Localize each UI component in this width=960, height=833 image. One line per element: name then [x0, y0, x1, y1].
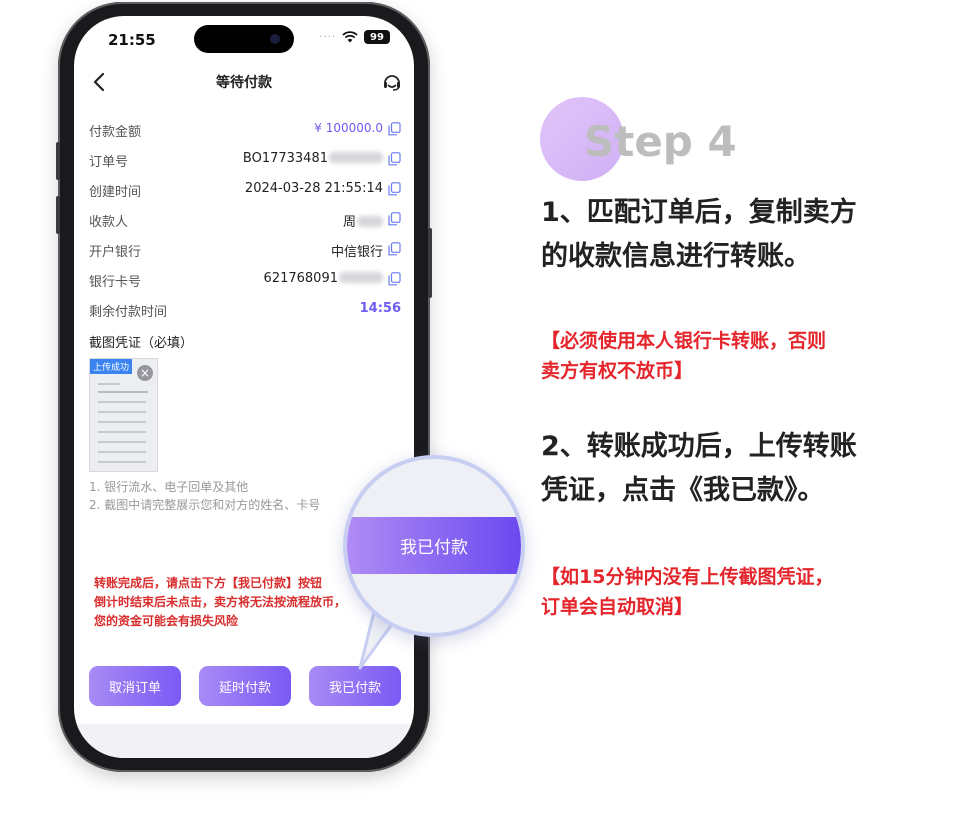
note-line-2: 2. 截图中请完整展示您和对方的姓名、卡号 — [89, 498, 321, 512]
phone-screen: 21:55 ···· 99 等待付款 付款金额 ¥ 100000.0 订单号 B… — [74, 16, 414, 758]
phone-side-button — [56, 142, 60, 180]
battery-icon: 99 — [364, 30, 390, 44]
step-title: Step 4 — [584, 117, 737, 166]
warning-line: 您的资金可能会有损失风险 — [94, 614, 239, 628]
instruction-1: 1、匹配订单后，复制卖方 的收款信息进行转账。 — [541, 191, 857, 279]
card-number-value: 621768091 — [264, 271, 383, 286]
delay-payment-button[interactable]: 延时付款 — [199, 666, 291, 706]
page-title: 等待付款 — [216, 75, 272, 91]
bank-row: 开户银行 中信银行 — [89, 239, 401, 260]
copy-icon[interactable] — [388, 182, 401, 196]
amount-value: ¥ 100000.0 — [314, 121, 383, 135]
phone-side-button — [56, 196, 60, 234]
instruction-line: 1、匹配订单后，复制卖方 — [541, 197, 857, 228]
camera-icon — [270, 34, 280, 44]
order-number-text: BO17733481 — [242, 151, 328, 166]
copy-icon[interactable] — [388, 242, 401, 256]
warning-line: 转账完成后，请点击下方【我已付款】按钮 — [94, 576, 323, 590]
instruction-line: 2、转账成功后，上传转账 — [541, 431, 857, 462]
note-line-1: 1. 银行流水、电子回单及其他 — [89, 480, 249, 494]
customer-service-icon[interactable] — [380, 70, 404, 94]
payee-text: 周 — [342, 215, 356, 230]
bank-value: 中信银行 — [330, 245, 383, 260]
close-icon[interactable]: × — [137, 365, 153, 381]
copy-icon[interactable] — [388, 152, 401, 166]
masked-text — [357, 216, 383, 227]
instruction-line: 凭证，点击《我已款》。 — [541, 475, 825, 506]
remaining-time-label: 剩余付款时间 — [89, 305, 168, 320]
order-number-row: 订单号 BO17733481 — [89, 149, 401, 170]
paid-button[interactable]: 我已付款 — [309, 666, 401, 706]
copy-icon[interactable] — [388, 272, 401, 286]
copy-icon[interactable] — [388, 122, 401, 136]
instruction-2: 2、转账成功后，上传转账 凭证，点击《我已款》。 — [541, 425, 857, 513]
instruction-line: 的收款信息进行转账。 — [541, 241, 811, 272]
warning-note-line: 订单会自动取消】 — [541, 596, 694, 618]
warning-note-line: 【必须使用本人银行卡转账，否则 — [541, 330, 827, 352]
dynamic-island — [194, 25, 294, 53]
bottom-bar — [74, 724, 414, 758]
nav-bar: 等待付款 — [74, 66, 414, 100]
order-number-label: 订单号 — [89, 155, 129, 170]
status-icons: ···· 99 — [319, 30, 390, 44]
masked-text — [329, 152, 383, 163]
warning-note-line: 【如15分钟内没有上传截图凭证， — [541, 566, 834, 588]
warning-note-1: 【必须使用本人银行卡转账，否则 卖方有权不放币】 — [541, 326, 826, 386]
countdown-timer: 14:56 — [359, 301, 401, 316]
created-time-label: 创建时间 — [89, 185, 142, 200]
warning-line: 倒计时结束后未点击，卖方将无法按流程放币， — [94, 595, 347, 609]
magnified-paid-button: 我已付款 — [347, 517, 521, 574]
card-number-label: 银行卡号 — [89, 275, 142, 290]
signal-icon: ···· — [319, 31, 336, 43]
warning-note-line: 卖方有权不放币】 — [541, 360, 694, 382]
back-icon[interactable] — [88, 70, 112, 94]
wifi-icon — [342, 31, 358, 43]
amount-label: 付款金额 — [89, 125, 142, 140]
warning-note-2: 【如15分钟内没有上传截图凭证， 订单会自动取消】 — [541, 562, 833, 622]
bank-label: 开户银行 — [89, 245, 142, 260]
step-circle — [540, 97, 624, 181]
warning-text: 转账完成后，请点击下方【我已付款】按钮 倒计时结束后未点击，卖方将无法按流程放币… — [94, 574, 364, 631]
card-number-row: 银行卡号 621768091 — [89, 269, 401, 290]
card-number-text: 621768091 — [263, 271, 338, 286]
copy-icon[interactable] — [388, 212, 401, 226]
masked-text — [339, 272, 383, 283]
payee-label: 收款人 — [89, 215, 129, 230]
voucher-title: 截图凭证（必填） — [89, 336, 194, 351]
amount-row: 付款金额 ¥ 100000.0 — [89, 119, 401, 140]
remaining-time-row: 剩余付款时间 14:56 — [89, 299, 401, 320]
created-time-value: 2024-03-28 21:55:14 — [244, 181, 383, 196]
payee-value: 周 — [343, 211, 383, 230]
status-time: 21:55 — [108, 31, 156, 49]
payee-row: 收款人 周 — [89, 209, 401, 230]
voucher-thumbnail[interactable]: 上传成功 × — [89, 358, 158, 472]
upload-success-badge: 上传成功 — [90, 359, 133, 374]
magnifier-callout: 我已付款 — [343, 455, 525, 637]
cancel-order-button[interactable]: 取消订单 — [89, 666, 181, 706]
phone-side-button — [428, 228, 432, 298]
created-time-row: 创建时间 2024-03-28 21:55:14 — [89, 179, 401, 200]
order-number-value: BO17733481 — [243, 151, 383, 166]
